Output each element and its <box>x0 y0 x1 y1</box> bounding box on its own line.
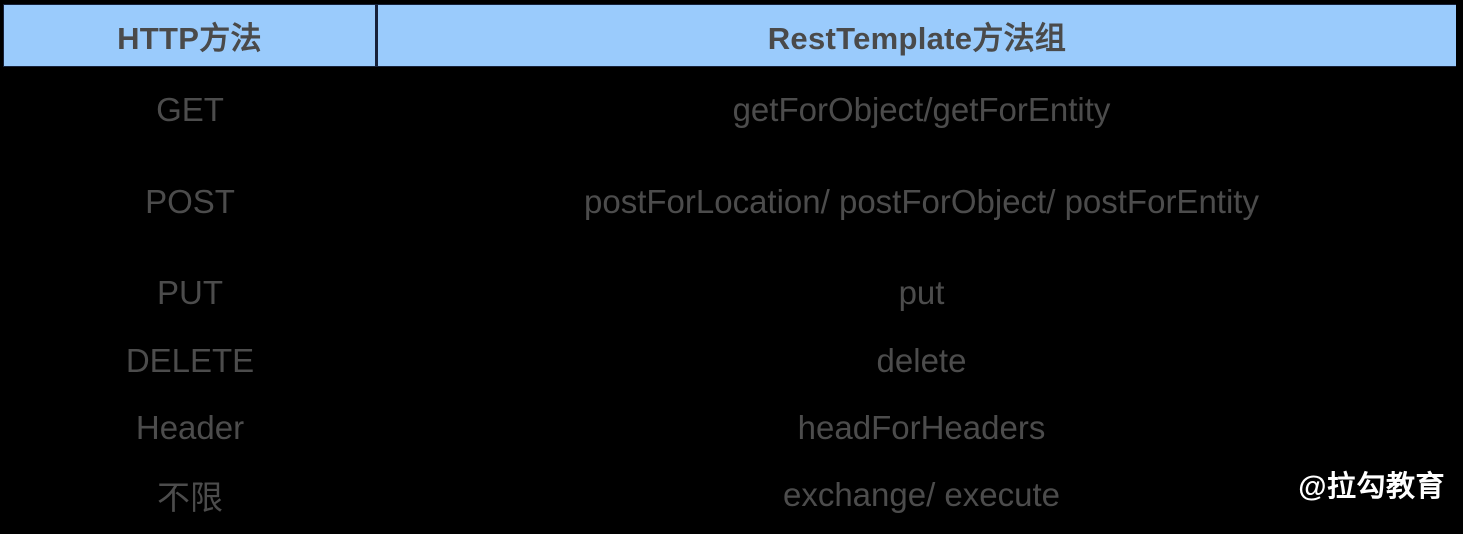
table-row: DELETE delete <box>0 335 1463 387</box>
table-body: GET getForObject/getForEntity POST postF… <box>0 67 1463 534</box>
watermark: @拉勾教育 <box>1298 471 1445 503</box>
table-row: PUT put <box>0 267 1463 319</box>
cell-http-method: Header <box>135 409 245 446</box>
column-header-http-method: HTTP方法 <box>4 5 378 66</box>
cell-resttemplate-group: put <box>898 274 945 311</box>
cell-http-method: PUT <box>157 274 223 311</box>
cell-http-method: GET <box>156 91 224 128</box>
cell-resttemplate-group: postForLocation/ postForObject/ postForE… <box>584 183 1259 220</box>
cell-resttemplate-group: exchange/ execute <box>782 476 1061 513</box>
cell-resttemplate-group: headForHeaders <box>797 409 1046 446</box>
column-header-resttemplate-group: RestTemplate方法组 <box>767 21 1067 56</box>
table-row: POST postForLocation/ postForObject/ pos… <box>0 176 1463 228</box>
cell-http-method: DELETE <box>125 342 255 379</box>
cell-http-method: 不限 <box>157 479 223 516</box>
table-row: GET getForObject/getForEntity <box>0 84 1463 136</box>
table-row: 不限 exchange/ execute <box>0 469 1463 521</box>
cell-resttemplate-group: getForObject/getForEntity <box>732 91 1111 128</box>
cell-http-method: POST <box>145 183 235 220</box>
table-header-row: HTTP方法 RestTemplate方法组 <box>3 4 1456 67</box>
table-row: Header headForHeaders <box>0 402 1463 454</box>
cell-resttemplate-group: delete <box>876 342 967 379</box>
